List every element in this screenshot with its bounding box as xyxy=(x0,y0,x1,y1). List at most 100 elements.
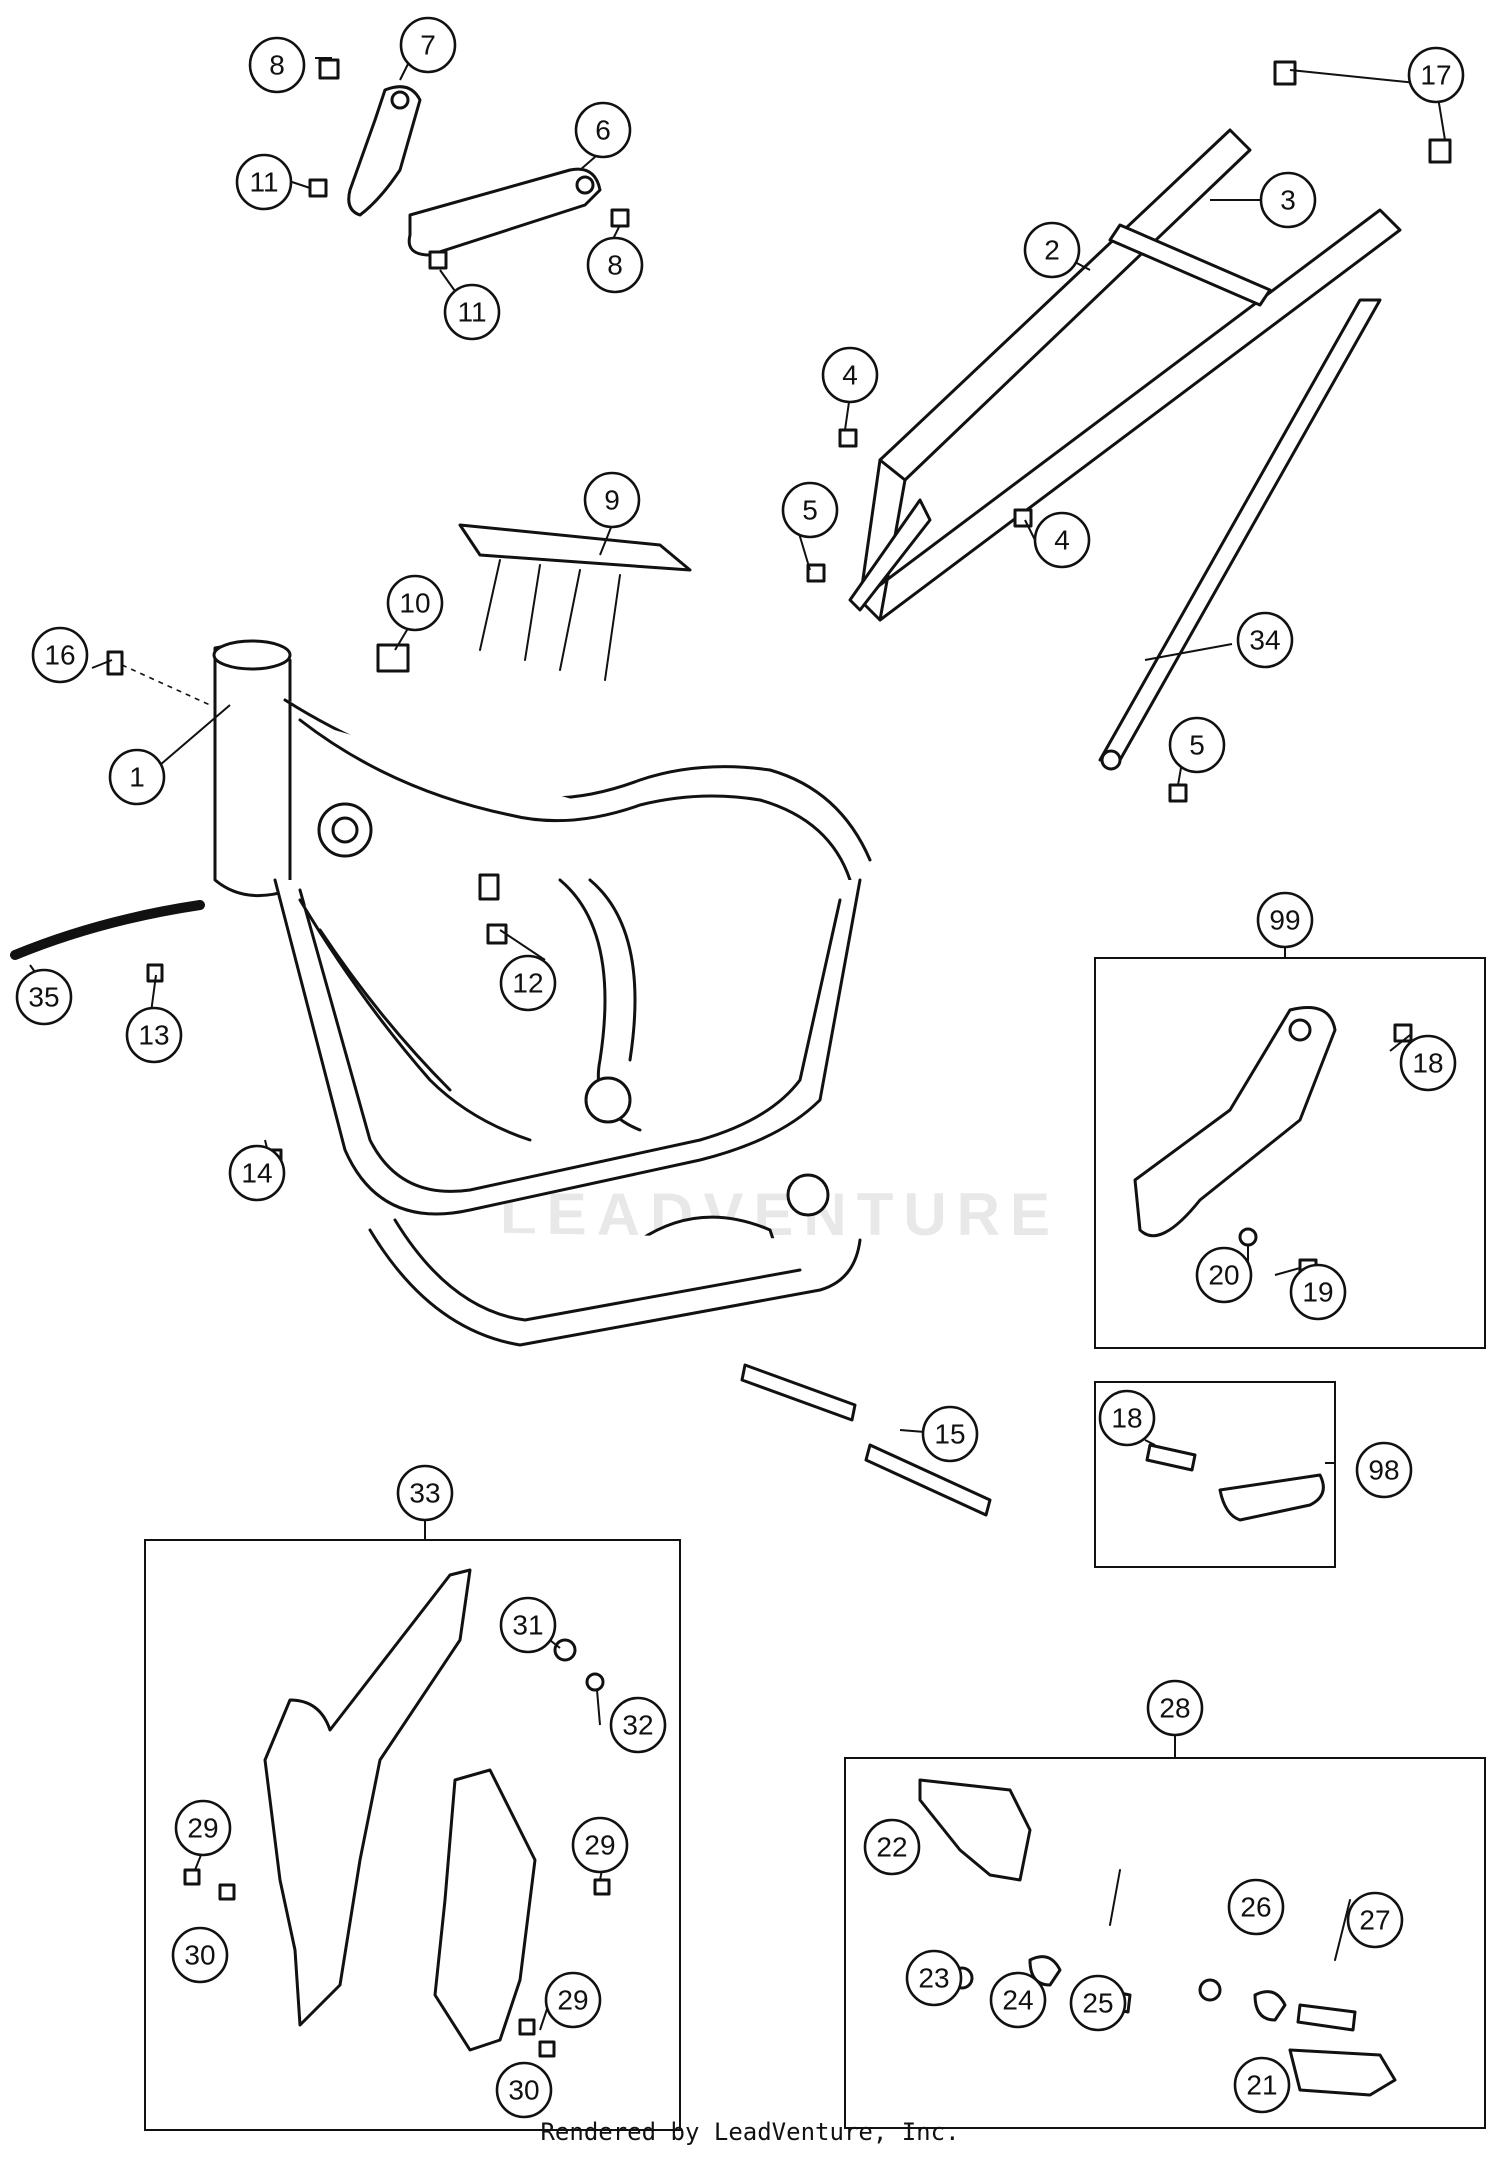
svg-text:29: 29 xyxy=(557,1985,588,2016)
callout-5a: 5 xyxy=(781,481,839,539)
callout-23: 23 xyxy=(905,1949,963,2007)
callout-8a: 8 xyxy=(248,36,306,94)
svg-text:27: 27 xyxy=(1359,1905,1390,1936)
callout-11b: 11 xyxy=(443,283,501,341)
fasteners xyxy=(106,58,1452,2058)
brake-pedal-99 xyxy=(1133,1006,1337,1238)
hose-35 xyxy=(10,900,205,960)
callout-16: 16 xyxy=(31,626,89,684)
callout-24: 24 xyxy=(989,1971,1047,2029)
svg-text:33: 33 xyxy=(409,1478,440,1509)
callout-29b: 29 xyxy=(571,1816,629,1874)
callout-29a: 29 xyxy=(174,1799,232,1857)
callout-14: 14 xyxy=(228,1144,286,1202)
subframe xyxy=(848,128,1402,771)
callout-18b: 18 xyxy=(1098,1389,1156,1447)
callout-7: 7 xyxy=(399,16,457,74)
callout-20: 20 xyxy=(1195,1246,1253,1304)
callout-26: 26 xyxy=(1227,1878,1285,1936)
svg-text:25: 25 xyxy=(1082,1988,1113,2019)
svg-text:28: 28 xyxy=(1159,1693,1190,1724)
group-box-28 xyxy=(844,1757,1486,2129)
svg-text:12: 12 xyxy=(512,968,543,999)
svg-text:26: 26 xyxy=(1240,1892,1271,1923)
group-box-98 xyxy=(1094,1381,1336,1568)
frame-guard-right xyxy=(433,1768,537,2052)
callout-2: 2 xyxy=(1023,221,1081,279)
svg-text:29: 29 xyxy=(584,1830,615,1861)
svg-text:30: 30 xyxy=(184,1940,215,1971)
svg-text:15: 15 xyxy=(934,1419,965,1450)
callout-4b: 4 xyxy=(1033,511,1091,569)
svg-text:8: 8 xyxy=(607,250,623,281)
callout-25: 25 xyxy=(1069,1974,1127,2032)
frame-guard-left xyxy=(263,1568,472,2027)
callout-17: 17 xyxy=(1407,46,1465,104)
group-box-33 xyxy=(144,1539,681,2131)
callout-4a: 4 xyxy=(821,346,879,404)
callout-34: 34 xyxy=(1236,611,1294,669)
svg-text:23: 23 xyxy=(918,1963,949,1994)
svg-text:5: 5 xyxy=(802,495,818,526)
svg-text:9: 9 xyxy=(604,485,620,516)
svg-text:18: 18 xyxy=(1412,1048,1443,1079)
svg-text:3: 3 xyxy=(1280,185,1296,216)
pedal-tip-98 xyxy=(1145,1443,1325,1522)
callout-9: 9 xyxy=(583,471,641,529)
svg-text:18: 18 xyxy=(1111,1403,1142,1434)
callout-32: 32 xyxy=(609,1696,667,1754)
group-box-99 xyxy=(1094,957,1486,1349)
callout-15: 15 xyxy=(921,1405,979,1463)
main-frame xyxy=(212,639,872,1347)
footer-credit: Rendered by LeadVenture, Inc. xyxy=(540,2118,960,2146)
callout-13: 13 xyxy=(125,1006,183,1064)
svg-text:30: 30 xyxy=(508,2075,539,2106)
callout-98: 98 xyxy=(1355,1441,1413,1499)
svg-text:4: 4 xyxy=(842,360,858,391)
svg-text:4: 4 xyxy=(1054,525,1070,556)
svg-text:34: 34 xyxy=(1249,625,1280,656)
svg-text:19: 19 xyxy=(1302,1277,1333,1308)
callout-22: 22 xyxy=(863,1818,921,1876)
callout-12: 12 xyxy=(499,954,557,1012)
svg-text:8: 8 xyxy=(269,50,285,81)
bracket-7 xyxy=(347,85,422,217)
svg-text:98: 98 xyxy=(1368,1455,1399,1486)
callout-30a: 30 xyxy=(171,1926,229,1984)
callout-1: 1 xyxy=(108,748,166,806)
callout-18a: 18 xyxy=(1399,1034,1457,1092)
bracket-6 xyxy=(407,167,602,257)
svg-text:99: 99 xyxy=(1269,905,1300,936)
callout-99: 99 xyxy=(1256,891,1314,949)
svg-text:14: 14 xyxy=(241,1158,272,1189)
callout-10: 10 xyxy=(386,574,444,632)
callout-3: 3 xyxy=(1259,171,1317,229)
callout-30b: 30 xyxy=(495,2061,553,2119)
svg-text:22: 22 xyxy=(876,1832,907,1863)
callout-33: 33 xyxy=(396,1464,454,1522)
callout-8b: 8 xyxy=(586,236,644,294)
footpeg-22 xyxy=(918,1778,1032,1882)
stand-9 xyxy=(458,523,692,681)
svg-text:5: 5 xyxy=(1189,730,1205,761)
svg-text:20: 20 xyxy=(1208,1260,1239,1291)
svg-text:31: 31 xyxy=(512,1610,543,1641)
callout-21: 21 xyxy=(1233,2056,1291,2114)
callout-35: 35 xyxy=(15,968,73,1026)
svg-text:11: 11 xyxy=(457,297,486,328)
svg-text:32: 32 xyxy=(622,1710,653,1741)
callout-11a: 11 xyxy=(235,153,293,211)
svg-text:16: 16 xyxy=(44,640,75,671)
svg-text:1: 1 xyxy=(129,762,145,793)
svg-text:24: 24 xyxy=(1002,1985,1033,2016)
footpeg-21 xyxy=(1288,2048,1397,2097)
callout-28: 28 xyxy=(1146,1679,1204,1737)
callout-29c: 29 xyxy=(544,1971,602,2029)
svg-text:6: 6 xyxy=(595,115,611,146)
callout-27: 27 xyxy=(1346,1891,1404,1949)
svg-text:11: 11 xyxy=(249,167,278,198)
svg-text:29: 29 xyxy=(187,1813,218,1844)
callout-19: 19 xyxy=(1289,1263,1347,1321)
svg-text:10: 10 xyxy=(399,588,430,619)
